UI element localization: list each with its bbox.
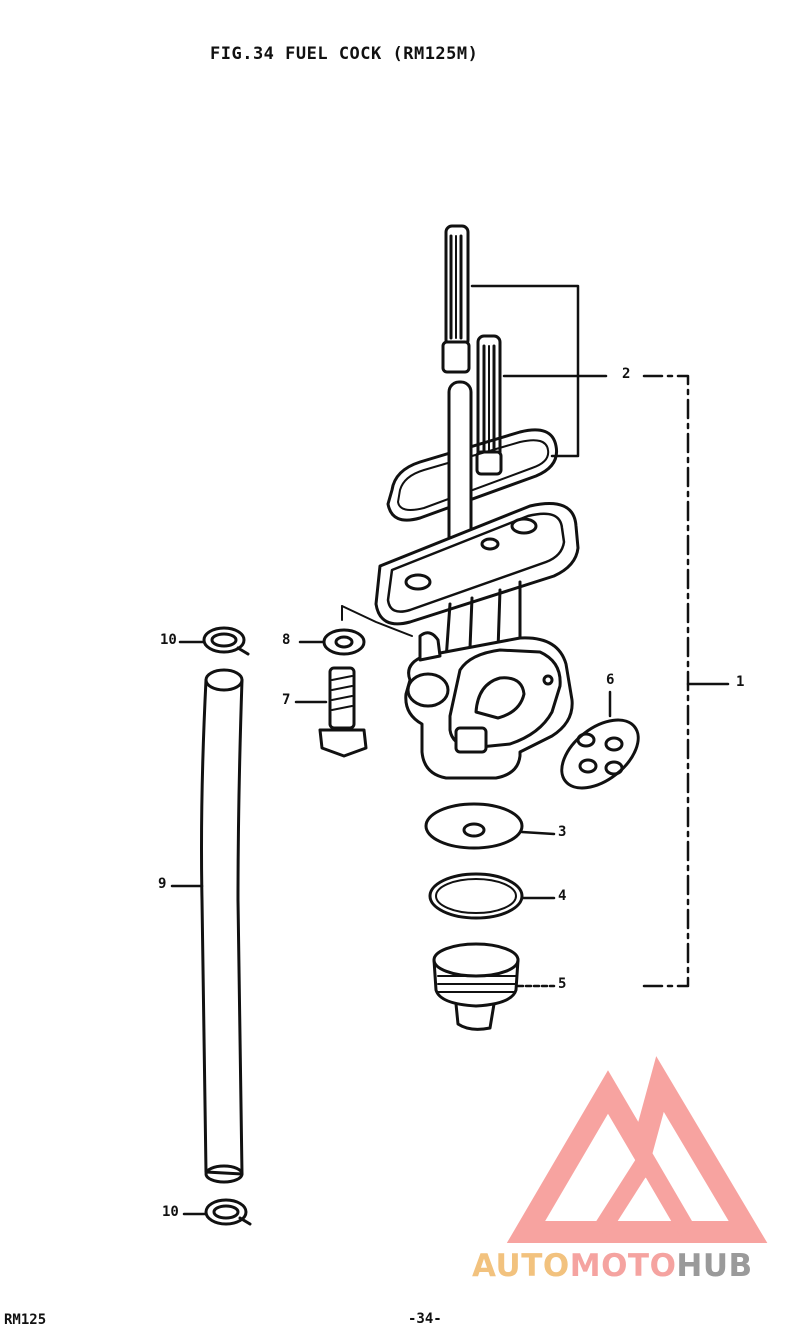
stud-bolt-short bbox=[475, 334, 503, 476]
watermark-auto: AUTO bbox=[472, 1248, 570, 1284]
footer-model: RM125 bbox=[4, 1312, 47, 1328]
tank-gasket bbox=[386, 428, 559, 522]
callout-8: 8 bbox=[282, 632, 291, 648]
callout-5: 5 bbox=[558, 976, 567, 992]
callout-7: 7 bbox=[282, 692, 291, 708]
fuel-hose bbox=[170, 668, 244, 1184]
callout-10-bottom: 10 bbox=[162, 1204, 179, 1220]
callout-3: 3 bbox=[558, 824, 567, 840]
automotohub-watermark: AUTOMOTOHUB bbox=[472, 1248, 753, 1284]
callout-9: 9 bbox=[158, 876, 167, 892]
mounting-bolt bbox=[294, 666, 368, 758]
callout-10-top: 10 bbox=[160, 632, 177, 648]
footer-page-number: -34- bbox=[408, 1311, 442, 1327]
washer bbox=[298, 628, 366, 656]
callout-6: 6 bbox=[606, 672, 615, 688]
figure-title: FIG.34 FUEL COCK (RM125M) bbox=[210, 44, 479, 64]
o-ring bbox=[428, 872, 556, 920]
hose-clamp-bottom bbox=[182, 1198, 252, 1226]
hose-clamp-top bbox=[178, 626, 250, 656]
stud-bolt-long bbox=[441, 224, 471, 374]
filter-washer bbox=[424, 802, 556, 850]
callout-1: 1 bbox=[736, 674, 745, 690]
sediment-cup bbox=[432, 942, 556, 1031]
strainer-disc bbox=[560, 690, 640, 790]
callout-2: 2 bbox=[622, 366, 631, 382]
callout-4: 4 bbox=[558, 888, 567, 904]
watermark-hub: HUB bbox=[676, 1248, 753, 1284]
watermark-moto: MOTO bbox=[569, 1248, 677, 1284]
triangle-m-logo-icon bbox=[506, 1056, 768, 1243]
